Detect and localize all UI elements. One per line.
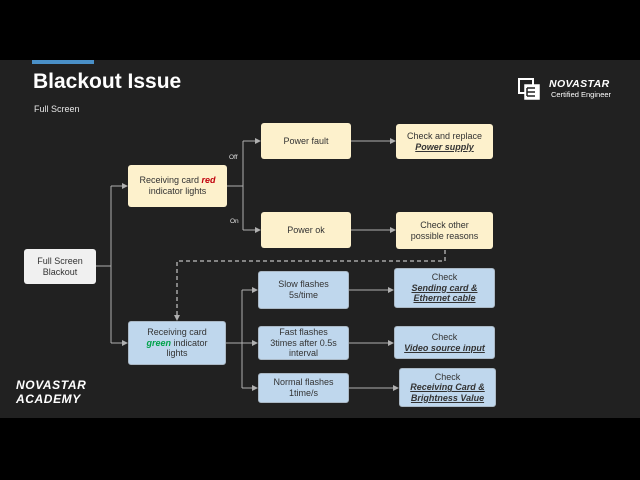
logo-brand-text: NOVASTAR [549,78,610,90]
red-card-color-word: red [201,175,216,186]
logo-certified-text: Certified Engineer [551,90,612,99]
slide-title: Blackout Issue [33,70,182,93]
node-check-replace-power: Check and replace Power supply [396,124,493,159]
red-card-pre: Receiving card [139,175,202,186]
check-sending-line2: Sending card & [411,282,478,293]
connector-dashed-loop [174,250,446,321]
fast-line2: 3times after 0.5s [270,337,337,348]
node-check-video-source: Check Video source input [394,326,495,359]
check-receiving-line1: Check [434,371,461,382]
node-full-screen-blackout: Full Screen Blackout [24,249,96,284]
green-card-line1: Receiving card [147,327,207,338]
title-accent-bar [32,60,94,64]
check-video-line1: Check [431,331,458,342]
novastar-certified-logo: NOVASTAR Certified Engineer [516,74,626,104]
node-receiving-card-red: Receiving card red indicator lights [128,165,227,207]
fast-line1: Fast flashes [279,327,328,338]
normal-line2: 1time/s [288,388,318,398]
node-power-fault: Power fault [261,123,351,159]
check-replace-line1: Check and replace [406,130,483,141]
power-fault-text: Power fault [283,135,329,146]
label-on: On [230,218,239,225]
power-ok-text: Power ok [287,224,325,235]
slow-line1: Slow flashes [278,279,329,290]
slow-line2: 5s/time [288,290,318,300]
normal-line1: Normal flashes [273,377,334,388]
check-replace-line2: Power supply [415,141,474,152]
fast-line3: interval [288,348,318,359]
check-receiving-line2: Receiving Card & [410,382,485,393]
connector-green-branch [226,290,243,388]
node-check-other-reasons: Check other possible reasons [396,212,493,249]
node-start-line1: Full Screen [37,255,83,266]
connector-red-branch [227,141,244,230]
check-other-line1: Check other [420,219,469,230]
check-other-line2: possible reasons [410,230,479,241]
check-video-line2: Video source input [404,342,485,353]
novastar-cube-icon [518,78,540,100]
check-sending-line1: Check [431,272,458,283]
node-check-sending-card: Check Sending card & Ethernet cable [394,268,495,308]
node-check-receiving-card: Check Receiving Card & Brightness Value [399,368,496,407]
slide-subtitle: Full Screen [34,104,80,114]
node-power-ok: Power ok [261,212,351,248]
node-receiving-card-green: Receiving card green indicator lights [128,321,226,365]
node-fast-flashes: Fast flashes 3times after 0.5s interval [258,326,349,360]
green-card-post: indicator [170,337,208,348]
check-sending-line3: Ethernet cable [413,293,476,304]
green-card-line3: lights [166,348,188,359]
green-card-color-word: green [146,337,171,348]
academy-line2: ACADEMY [16,392,81,406]
academy-line1: NOVASTAR [16,378,87,392]
label-off: Off [229,154,238,161]
node-start-line2: Blackout [42,266,78,277]
connector-start-branch [96,186,112,343]
red-card-post: indicator lights [148,186,207,196]
node-normal-flashes: Normal flashes 1time/s [258,373,349,403]
check-receiving-line3: Brightness Value [410,392,485,403]
node-slow-flashes: Slow flashes 5s/time [258,271,349,309]
